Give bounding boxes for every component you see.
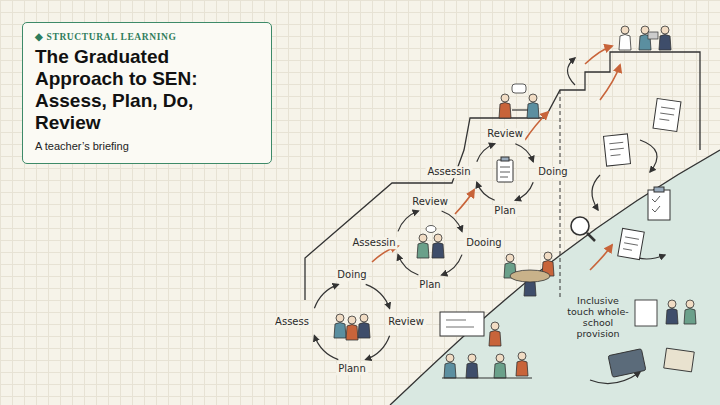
cycle-two-people (417, 226, 444, 259)
staircase-outline (305, 52, 700, 300)
title-text: The Graduated Approach to SEN: Assess, P… (35, 46, 259, 133)
cycle-step-label: Doing (335, 269, 368, 281)
meeting-people (499, 84, 539, 118)
cycle-step-label: Plann (336, 363, 368, 375)
shaded-region (390, 150, 720, 405)
cycle-step-label: Review (410, 196, 450, 208)
group-table (504, 252, 554, 296)
magnifier (571, 217, 595, 241)
cycle-step-label: Review (485, 128, 525, 140)
progress-arrows (372, 46, 620, 270)
cycle-step-label: Plan (417, 279, 442, 291)
cycle-step-label: Assess (273, 316, 311, 328)
cycle-step-label: Review (386, 316, 426, 328)
brand-kicker: ◆ STRUCTURAL LEARNING (35, 31, 259, 42)
classroom (440, 312, 532, 378)
cycle-step-label: Doing (536, 166, 569, 178)
cycle-step-label: Assessin (351, 237, 398, 249)
documents (603, 98, 680, 259)
title-box: ◆ STRUCTURAL LEARNING The Graduated Appro… (22, 22, 272, 164)
cycle-arrows (314, 144, 533, 360)
cycle-step-label: Dooing (464, 237, 503, 249)
specialist-team (619, 26, 671, 50)
cycle-step-label: Plan (492, 205, 517, 217)
subtitle-text: A teacher’s briefing (35, 140, 259, 152)
cycle-three-clipboard (497, 157, 513, 182)
cycle-one-people (334, 314, 370, 340)
region-label: Inclusive touch whole-school provision (562, 296, 634, 340)
cycle-step-label: Assessin (426, 166, 473, 178)
